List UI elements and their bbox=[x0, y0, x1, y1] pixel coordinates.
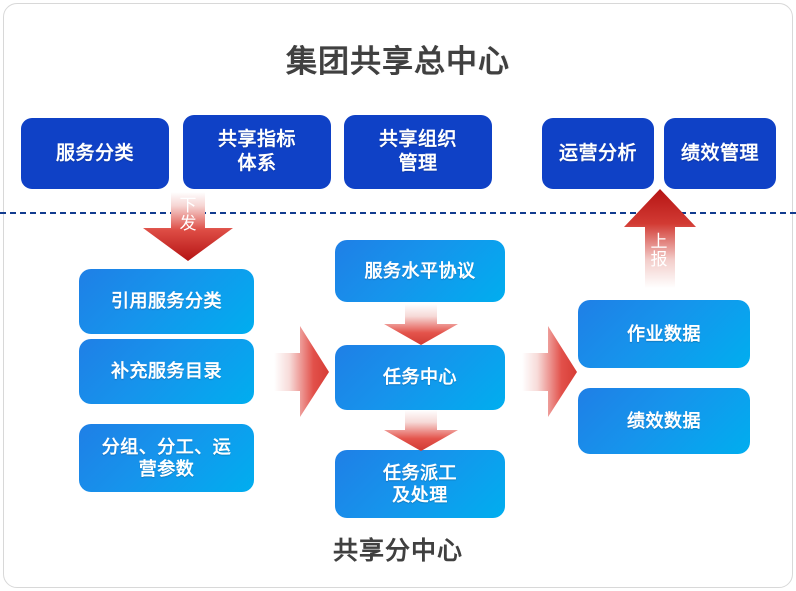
down-arrow-issue bbox=[141, 192, 235, 262]
page-title: 集团共享总中心 bbox=[286, 44, 510, 79]
box-service-classification[interactable]: 服务分类 bbox=[21, 118, 169, 189]
box-task-dispatch-processing-line2: 及处理 bbox=[392, 485, 448, 505]
arrow-left-to-center bbox=[274, 325, 330, 419]
up-arrow-report bbox=[623, 189, 697, 289]
divider-line bbox=[0, 212, 796, 214]
box-shared-indicator-system-line1: 共享指标 bbox=[217, 129, 296, 151]
box-performance-management[interactable]: 绩效管理 bbox=[664, 118, 776, 189]
arrow-task-center-to-dispatch bbox=[382, 410, 460, 452]
arrow-sla-to-task-center bbox=[382, 304, 460, 346]
box-shared-org-management[interactable]: 共享组织 管理 bbox=[344, 115, 492, 189]
box-task-center[interactable]: 任务中心 bbox=[335, 345, 505, 410]
sub-center-title: 共享分中心 bbox=[332, 537, 463, 565]
box-shared-indicator-system[interactable]: 共享指标 体系 bbox=[183, 115, 331, 189]
arrow-center-to-right bbox=[522, 325, 578, 419]
box-supplement-service-catalog[interactable]: 补充服务目录 bbox=[79, 339, 254, 404]
box-grouping-division-params-line2: 营参数 bbox=[138, 459, 195, 479]
box-shared-indicator-system-line2: 体系 bbox=[237, 153, 277, 174]
box-shared-org-management-line1: 共享组织 bbox=[378, 129, 457, 151]
box-shared-org-management-line2: 管理 bbox=[398, 153, 438, 174]
box-service-level-agreement[interactable]: 服务水平协议 bbox=[335, 240, 505, 302]
box-task-dispatch-processing[interactable]: 任务派工 及处理 bbox=[335, 450, 505, 518]
box-reference-service-classification[interactable]: 引用服务分类 bbox=[79, 269, 254, 334]
box-performance-data[interactable]: 绩效数据 bbox=[578, 388, 750, 454]
box-grouping-division-params[interactable]: 分组、分工、运 营参数 bbox=[79, 424, 254, 492]
box-operation-data[interactable]: 作业数据 bbox=[578, 300, 750, 368]
box-task-dispatch-processing-line1: 任务派工 bbox=[383, 462, 457, 483]
box-grouping-division-params-line1: 分组、分工、运 bbox=[101, 436, 232, 457]
box-operation-analysis[interactable]: 运营分析 bbox=[542, 118, 654, 189]
